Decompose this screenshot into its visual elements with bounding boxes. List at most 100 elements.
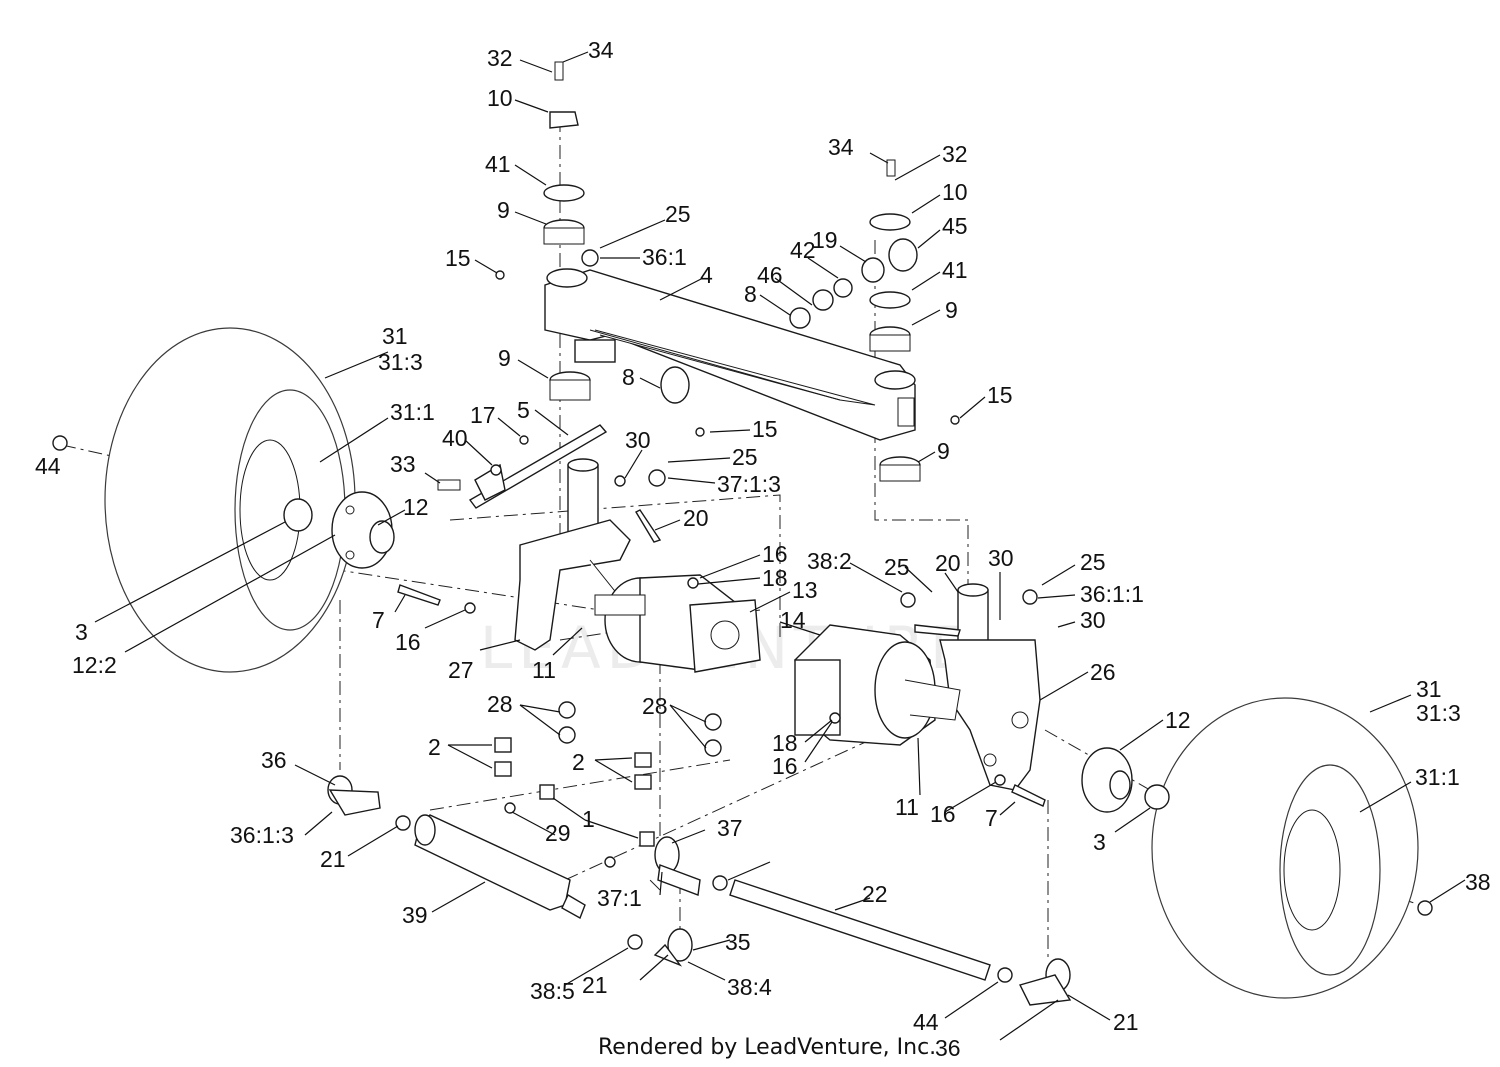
- callout-18: 18: [762, 565, 788, 591]
- callout-21: 21: [1113, 1009, 1139, 1035]
- callout-16: 16: [395, 629, 421, 655]
- callout-16: 16: [930, 801, 956, 827]
- callout-31-1: 31:1: [390, 399, 435, 425]
- callout-8: 8: [744, 281, 757, 307]
- callout-31-3: 31:3: [378, 349, 423, 375]
- callout-36-1: 36:1: [642, 244, 687, 270]
- callout-34: 34: [828, 134, 854, 160]
- wheel-nut-left[interactable]: [52, 435, 68, 451]
- callout-16: 16: [772, 753, 798, 779]
- callout-9: 9: [497, 197, 510, 223]
- callout-8: 8: [622, 364, 635, 390]
- callout-16: 16: [762, 541, 788, 567]
- callout-25: 25: [884, 554, 910, 580]
- right-spindle[interactable]: [939, 583, 1041, 791]
- tie-rod-end-center[interactable]: [654, 836, 701, 896]
- callout-15: 15: [445, 245, 471, 271]
- callout-11: 11: [532, 657, 556, 683]
- callout-3: 3: [1093, 829, 1106, 855]
- callout-29: 29: [545, 820, 571, 846]
- callout-33: 33: [390, 451, 416, 477]
- callout-46: 46: [757, 262, 783, 288]
- callout-32: 32: [487, 45, 513, 71]
- callout-31-3: 31:3: [1416, 700, 1461, 726]
- callout-18: 18: [772, 730, 798, 756]
- callout-14: 14: [780, 607, 806, 633]
- right-tire[interactable]: [1151, 697, 1419, 999]
- callout-15: 15: [987, 382, 1013, 408]
- callout-17: 17: [470, 402, 496, 428]
- callout-30: 30: [1080, 607, 1106, 633]
- callout-30: 30: [988, 545, 1014, 571]
- callout-26: 26: [1090, 659, 1116, 685]
- left-wheel-motor[interactable]: [594, 574, 761, 673]
- callout-12: 12: [403, 494, 429, 520]
- callout-31: 31: [1416, 676, 1442, 702]
- wheel-nut-right[interactable]: [1417, 900, 1433, 916]
- callout-38-4: 38:4: [727, 974, 772, 1000]
- leader-lines: [94, 51, 1466, 1041]
- hardware: [395, 61, 1046, 983]
- front-axle-beam[interactable]: [544, 268, 916, 441]
- callout-25: 25: [665, 201, 691, 227]
- callout-1: 1: [582, 806, 595, 832]
- callout-20: 20: [683, 505, 709, 531]
- callout-44: 44: [913, 1009, 939, 1035]
- callout-28: 28: [642, 693, 668, 719]
- callout-25: 25: [732, 444, 758, 470]
- callout-37: 37: [717, 815, 743, 841]
- callout-36: 36: [935, 1035, 961, 1061]
- callout-15: 15: [752, 416, 778, 442]
- callout-10: 10: [487, 85, 513, 111]
- callout-19: 19: [812, 227, 838, 253]
- callout-40: 40: [442, 425, 468, 451]
- callout-27: 27: [448, 657, 474, 683]
- callout-7: 7: [372, 607, 385, 633]
- callout-36: 36: [261, 747, 287, 773]
- right-hub[interactable]: [1081, 747, 1170, 813]
- callout-37-1-3: 37:1:3: [717, 471, 781, 497]
- tie-rod-end-lower[interactable]: [653, 928, 693, 967]
- tie-rod-end-right[interactable]: [1018, 958, 1072, 1006]
- callout-21: 21: [582, 972, 608, 998]
- callout-38: 38: [1465, 869, 1491, 895]
- callout-37-1: 37:1: [597, 885, 642, 911]
- callout-35: 35: [725, 929, 751, 955]
- callout-4: 4: [700, 262, 713, 288]
- callout-30: 30: [625, 427, 651, 453]
- callout-32: 32: [942, 141, 968, 167]
- callout-42: 42: [790, 237, 816, 263]
- callout-39: 39: [402, 902, 428, 928]
- callout-31-1: 31:1: [1415, 764, 1460, 790]
- callout-34: 34: [588, 37, 614, 63]
- callout-2: 2: [572, 749, 585, 775]
- callout-21: 21: [320, 846, 346, 872]
- callout-22: 22: [862, 881, 888, 907]
- callout-20: 20: [935, 550, 961, 576]
- callout-36-1-1: 36:1:1: [1080, 581, 1144, 607]
- callout-13: 13: [792, 577, 818, 603]
- left-hub[interactable]: [331, 491, 395, 569]
- callout-12-2: 12:2: [72, 652, 117, 678]
- tie-rod[interactable]: [729, 879, 991, 981]
- callout-36-1-3: 36:1:3: [230, 822, 294, 848]
- right-wheel-motor[interactable]: [794, 624, 961, 746]
- left-tire[interactable]: [104, 327, 356, 673]
- callout-9: 9: [498, 345, 511, 371]
- callout-25: 25: [1080, 549, 1106, 575]
- steering-cylinder[interactable]: [414, 814, 586, 920]
- callout-11: 11: [895, 794, 919, 820]
- callout-45: 45: [942, 213, 968, 239]
- callout-41: 41: [485, 151, 511, 177]
- callout-7: 7: [985, 805, 998, 831]
- callout-28: 28: [487, 691, 513, 717]
- callout-38-5: 38:5: [530, 978, 575, 1004]
- tie-rod-end-left[interactable]: [327, 775, 381, 816]
- callout-5: 5: [517, 397, 530, 423]
- callout-44: 44: [35, 453, 61, 479]
- callout-3: 3: [75, 619, 88, 645]
- callout-2: 2: [428, 734, 441, 760]
